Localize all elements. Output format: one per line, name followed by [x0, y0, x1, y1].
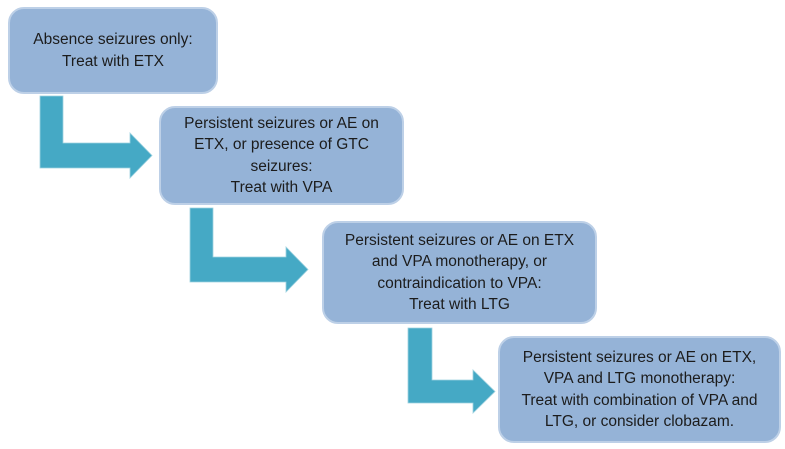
flow-step-2-box: Persistent seizures or AE on ETX, or pre… — [159, 106, 404, 205]
flow-step-1-text: Absence seizures only: Treat with ETX — [33, 31, 193, 70]
flow-step-2-text: Persistent seizures or AE on ETX, or pre… — [184, 114, 379, 197]
flow-step-4-text: Persistent seizures or AE on ETX, VPA an… — [521, 348, 758, 431]
flow-step-3-box: Persistent seizures or AE on ETX and VPA… — [322, 221, 597, 324]
elbow-arrow-3 — [407, 327, 496, 414]
elbow-arrow-1 — [39, 95, 153, 179]
flow-step-3-text: Persistent seizures or AE on ETX and VPA… — [344, 231, 575, 314]
flow-step-4-box: Persistent seizures or AE on ETX, VPA an… — [498, 336, 781, 443]
flow-step-1-box: Absence seizures only: Treat with ETX — [8, 7, 218, 94]
elbow-arrow-2 — [189, 207, 309, 293]
